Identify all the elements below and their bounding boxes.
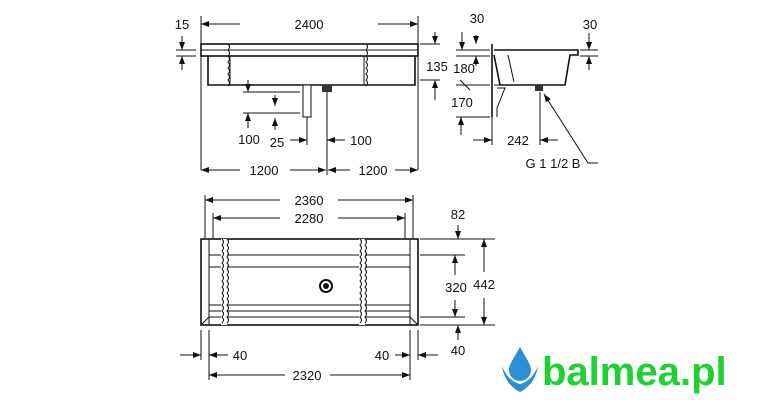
dim-back-margin: 82 [451,207,465,222]
dim-outer-width: 2360 [295,193,324,208]
logo-text: balmea [542,350,681,394]
dim-left-margin: 40 [233,348,247,363]
logo-domain: .pl [680,350,727,394]
dim-rim: 15 [175,17,189,32]
side-view: 30 30 180 170 242 G 1 1/2 B [451,11,598,171]
dim-rim-left: 30 [470,11,484,26]
water-drop-icon [509,347,531,381]
dim-drain-offset: 100 [350,133,372,148]
dim-right-margin: 40 [375,348,389,363]
dim-rim-right: 30 [583,17,597,32]
dim-inner-width: 2280 [295,211,324,226]
dim-bracket-width: 25 [270,135,284,150]
thread-label: G 1 1/2 B [526,156,581,171]
dim-depth-lower: 170 [451,95,473,110]
balmea-logo: balmea .pl [502,347,727,394]
dim-bracket-drop: 100 [238,132,260,147]
dim-inner-depth: 320 [445,280,467,295]
dim-half-right: 1200 [359,163,388,178]
dim-depth-upper: 180 [453,61,475,76]
hands-icon [502,366,538,392]
dim-height: 135 [426,59,448,74]
dim-total-depth: 442 [473,277,495,292]
dim-bottom-width: 2320 [293,368,322,383]
dim-half-left: 1200 [250,163,279,178]
dim-total-width: 2400 [295,17,324,32]
dim-front-margin: 40 [451,343,465,358]
front-view: 15 2400 135 100 25 100 1200 1200 [175,16,448,178]
dim-drain-distance: 242 [507,133,529,148]
plan-view: 2360 2280 82 320 442 40 40 40 2320 [180,193,495,383]
